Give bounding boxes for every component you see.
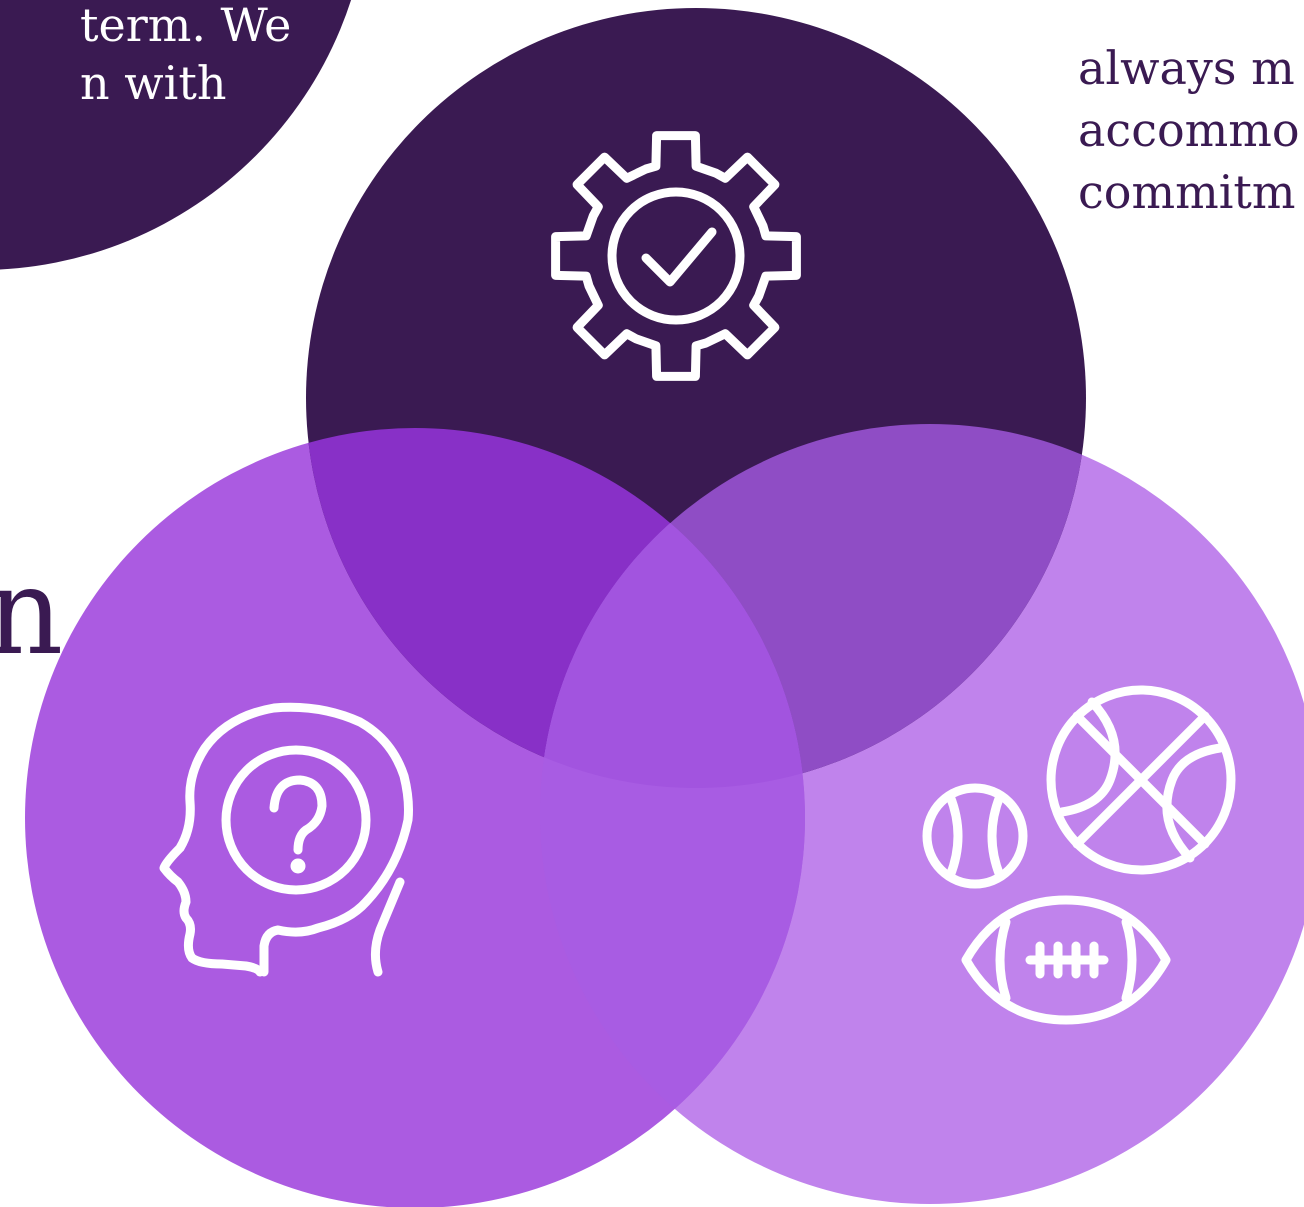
sports-balls-icon [922, 685, 1236, 1025]
corner-text-line-2: n with [80, 56, 227, 110]
heading-fragment: n [0, 543, 64, 682]
head-question-icon [159, 702, 413, 977]
corner-blob [0, 0, 352, 270]
corner-text-line-1: term. We [80, 0, 292, 52]
right-text-line-3: commitm [1078, 165, 1296, 219]
right-text-line-2: accommo [1078, 103, 1300, 157]
gear-check-icon [551, 131, 801, 381]
right-text-line-1: always m [1078, 41, 1295, 95]
